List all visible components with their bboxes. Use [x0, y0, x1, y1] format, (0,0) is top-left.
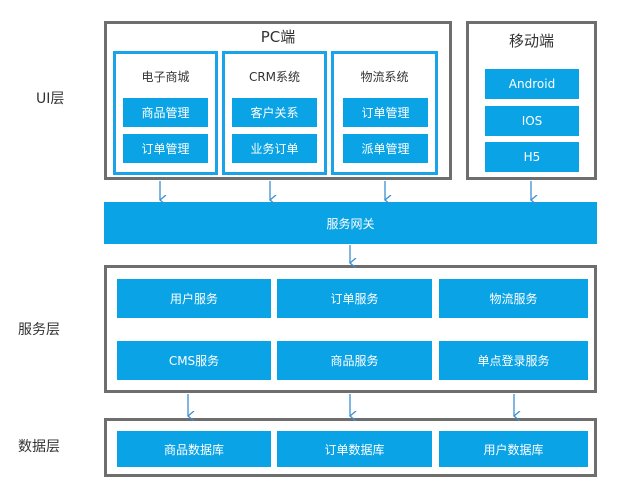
layer-label-ui: UI层 — [36, 91, 65, 107]
system-ecommerce: 电子商城 商品管理 订单管理 — [113, 51, 218, 175]
service-cms[interactable]: CMS服务 — [117, 341, 271, 380]
mobile-ios[interactable]: IOS — [485, 106, 579, 136]
module-order-mgmt[interactable]: 订单管理 — [123, 134, 208, 163]
pc-title: PC端 — [260, 28, 296, 46]
service-order[interactable]: 订单服务 — [277, 279, 432, 318]
mobile-group: 移动端 Android IOS H5 — [466, 21, 597, 180]
db-order[interactable]: 订单数据库 — [277, 431, 432, 467]
module-dispatch-mgmt[interactable]: 派单管理 — [343, 134, 428, 163]
system-ecommerce-title: 电子商城 — [141, 70, 190, 84]
db-product[interactable]: 商品数据库 — [117, 431, 271, 467]
system-crm-title: CRM系统 — [248, 70, 301, 84]
system-logistics-title: 物流系统 — [360, 70, 409, 84]
mobile-title: 移动端 — [508, 32, 554, 50]
db-user[interactable]: 用户数据库 — [439, 431, 588, 467]
module-business-orders[interactable]: 业务订单 — [232, 134, 317, 163]
system-crm: CRM系统 客户关系 业务订单 — [222, 51, 327, 175]
module-logistics-order-mgmt[interactable]: 订单管理 — [343, 98, 428, 127]
pc-group: PC端 电子商城 商品管理 订单管理 CRM系统 客户关系 业务订单 物流系统 … — [104, 21, 452, 180]
layer-label-service: 服务层 — [18, 322, 60, 338]
layer-label-data: 数据层 — [18, 439, 60, 455]
module-product-mgmt[interactable]: 商品管理 — [123, 98, 208, 127]
module-customer-relations[interactable]: 客户关系 — [232, 98, 317, 127]
service-logistics[interactable]: 物流服务 — [439, 279, 588, 318]
mobile-android[interactable]: Android — [485, 69, 579, 99]
mobile-h5[interactable]: H5 — [485, 142, 579, 172]
service-product[interactable]: 商品服务 — [277, 341, 432, 380]
service-user[interactable]: 用户服务 — [117, 279, 271, 318]
system-logistics: 物流系统 订单管理 派单管理 — [331, 51, 438, 175]
data-layer-group: 商品数据库 订单数据库 用户数据库 — [104, 418, 597, 477]
service-sso[interactable]: 单点登录服务 — [439, 341, 588, 380]
service-layer-group: 用户服务 订单服务 物流服务 CMS服务 商品服务 单点登录服务 — [104, 265, 597, 393]
service-gateway[interactable]: 服务网关 — [104, 202, 597, 244]
